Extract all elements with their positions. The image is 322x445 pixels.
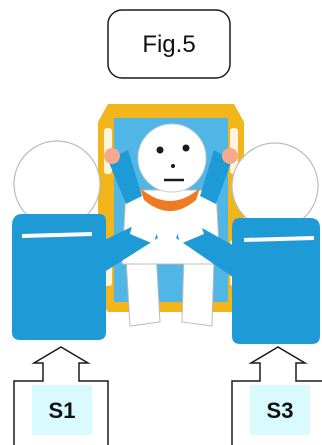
label-s1: S1 [49, 398, 76, 423]
face-icon [138, 124, 206, 192]
arrow-label-s1: S1 [14, 347, 108, 445]
label-s3: S3 [267, 398, 294, 423]
arrow-label-s3: S3 [232, 347, 322, 445]
figure-title-box: Fig.5 [108, 10, 230, 78]
figure-title: Fig.5 [142, 31, 195, 58]
